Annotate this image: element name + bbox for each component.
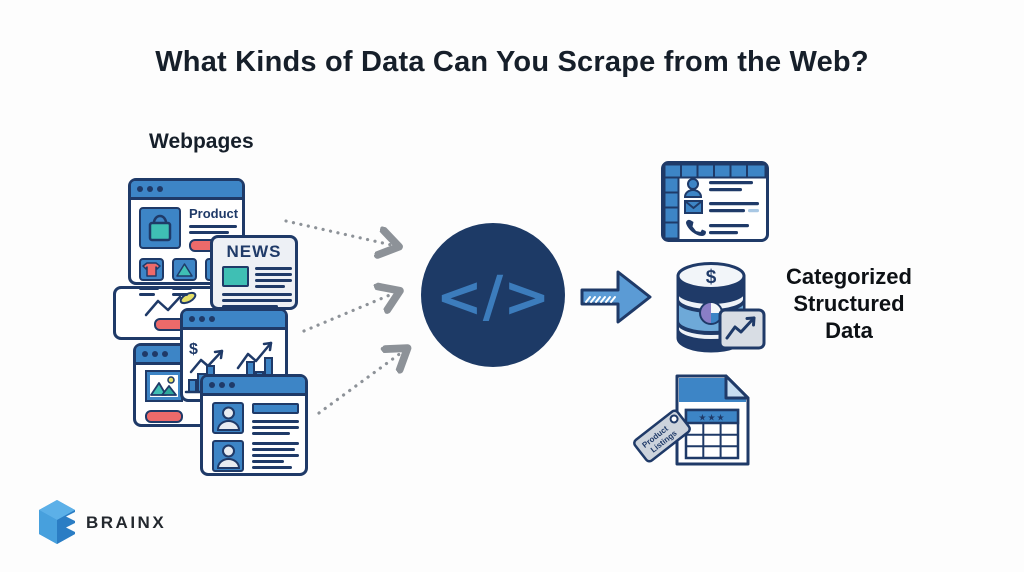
browser-dot-icon [209,382,215,388]
browser-header [183,311,285,330]
news-title: NEWS [226,242,282,261]
price-tag-icon: Product Listings [633,409,691,463]
table-header-cells [663,163,767,179]
table-left-cells [663,176,680,240]
browser-dot-icon [137,186,143,192]
text-line [222,305,278,308]
browser-dot-icon [219,382,225,388]
text-line [222,293,292,296]
browser-dot-icon [229,382,235,388]
output-heading-line: Data [825,318,873,343]
text-line [709,188,742,192]
image-window-button [145,410,183,423]
user-avatar-icon [212,440,244,472]
output-heading-line: Structured [793,291,905,316]
sketch-card [113,286,225,340]
browser-dot-icon [189,316,195,322]
text-line [252,466,292,469]
output-heading-line: Categorized [786,264,912,289]
text-line [709,181,753,185]
text-line [189,225,237,228]
photo-mountains-icon [150,376,177,396]
browser-header [131,181,242,200]
tshirt-icon [142,262,161,277]
listing-table: ★★★ [684,408,740,460]
text-line [252,442,299,445]
text-line [709,224,749,228]
stars: ★★★ [698,414,725,424]
trend-arrow-icon [718,308,766,350]
text-line [252,454,299,457]
phone-icon [686,219,706,236]
email-icon [684,200,703,214]
text-line [709,202,759,206]
text-line [252,426,299,429]
photo-placeholder [145,370,183,402]
output-heading: Categorized Structured Data [786,263,912,344]
code-icon: </> [436,265,550,330]
image-triangle-icon [176,262,193,277]
browser-dot-icon [162,351,168,357]
text-line [255,279,292,282]
sun-icon [167,376,175,384]
page-title: What Kinds of Data Can You Scrape from t… [155,46,869,78]
browser-dot-icon [147,186,153,192]
text-line [709,231,738,235]
news-card: NEWS [210,235,298,310]
brainx-logo-icon [39,500,75,544]
text-line [255,285,285,288]
dotted-arrow-icon [284,219,396,246]
user-avatar-icon [212,402,244,434]
browser-dot-icon [152,351,158,357]
product-title: Product [189,206,239,221]
browser-header [203,377,305,396]
text-line [255,267,292,270]
pie-chart-icon [699,301,723,325]
text-line [255,273,292,276]
dotted-arrow-icon [302,292,397,333]
webpages-label: Webpages [149,130,254,153]
document-icon: ★★★ Product Listings [633,374,750,466]
browser-dot-icon [157,186,163,192]
browser-dot-icon [142,351,148,357]
text-line [252,420,299,423]
browser-dot-icon [209,316,215,322]
thumbnail-shirt [139,258,164,281]
text-line [709,209,745,213]
thumbnail-triangle [172,258,197,281]
profile-window [200,374,308,476]
text-line [139,287,159,290]
dotted-arrow-icon [317,350,405,415]
dollar-symbol: $ [189,341,198,358]
profile-heading-bar [252,403,299,414]
brand-name: BRAINX [86,513,167,532]
text-line [222,299,292,302]
text-line [172,293,188,296]
text-line [252,448,295,451]
text-line [172,287,192,290]
browser-dot-icon [199,316,205,322]
text-line [748,209,759,213]
text-line [189,231,229,234]
text-line [252,460,284,463]
text-line [139,293,155,296]
shopping-bag-icon [148,214,172,242]
contact-table-card [661,161,769,242]
text-line [252,432,290,435]
contact-person-icon [683,178,703,198]
news-photo-box [222,266,249,287]
scraper-circle: </> [421,223,565,367]
right-arrow-icon [580,270,652,324]
product-image-box [139,207,181,249]
dollar-symbol: $ [706,267,717,288]
